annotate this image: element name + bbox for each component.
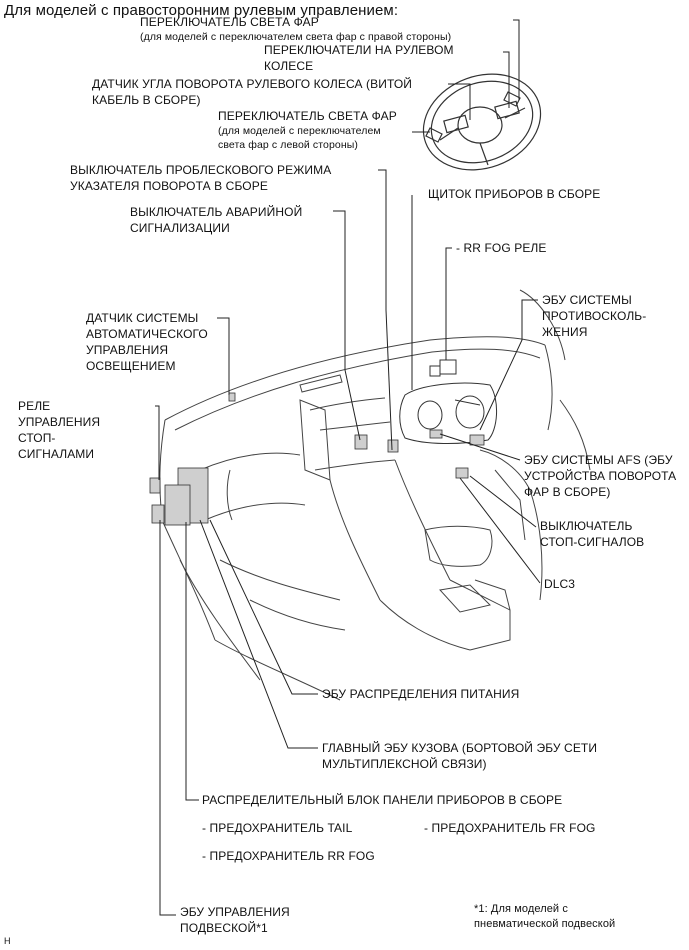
power-distribution-ecu-label: ЭБУ РАСПРЕДЕЛЕНИЯ ПИТАНИЯ xyxy=(322,687,520,701)
fuse-tail-label: - ПРЕДОХРАНИТЕЛЬ TAIL xyxy=(202,821,353,835)
steering-pad-switches-label: ПЕРЕКЛЮЧАТЕЛИ НА РУЛЕВОМ КОЛЕСЕ xyxy=(264,43,454,73)
dashboard-outline xyxy=(159,289,591,701)
leader-lines xyxy=(155,19,541,916)
headlight-switch-right-label: ПЕРЕКЛЮЧАТЕЛЬ СВЕТА ФАР xyxy=(140,15,319,29)
instrument-panel-jb-label: РАСПРЕДЕЛИТЕЛЬНЫЙ БЛОК ПАНЕЛИ ПРИБОРОВ В… xyxy=(202,793,563,807)
suspension-ecu-label: ЭБУ УПРАВЛЕНИЯ ПОДВЕСКОЙ*1 xyxy=(180,905,290,935)
rr-fog-relay-label: - RR FOG РЕЛЕ xyxy=(456,241,547,255)
headlight-switch-left-label: ПЕРЕКЛЮЧАТЕЛЬ СВЕТА ФАР xyxy=(218,109,397,123)
afs-ecu-label: ЭБУ СИСТЕМЫ AFS (ЭБУ УСТРОЙСТВА ПОВОРОТА… xyxy=(524,453,677,499)
corner-mark: H xyxy=(4,936,11,946)
pre-collision-ecu-label: ЭБУ СИСТЕМЫ ПРОТИВОСКОЛЬ- ЖЕНИЯ xyxy=(542,293,647,339)
combination-meter-label: ЩИТОК ПРИБОРОВ В СБОРЕ xyxy=(428,187,601,201)
light-control-sensor-label: ДАТЧИК СИСТЕМЫ АВТОМАТИЧЕСКОГО УПРАВЛЕНИ… xyxy=(86,311,208,373)
headlight-switch-right-note: (для моделей с переключателем света фар … xyxy=(140,31,452,43)
stop-light-switch-label: ВЫКЛЮЧАТЕЛЬ СТОП-СИГНАЛОВ xyxy=(540,519,645,549)
dlc3-label: DLC3 xyxy=(544,577,576,591)
headlight-switch-left-note: (для моделей с переключателем света фар … xyxy=(218,125,381,151)
turn-signal-flasher-label: ВЫКЛЮЧАТЕЛЬ ПРОБЛЕСКОВОГО РЕЖИМА УКАЗАТЕ… xyxy=(70,163,332,193)
module-components xyxy=(149,392,485,526)
combination-meter xyxy=(399,359,497,444)
hazard-switch-label: ВЫКЛЮЧАТЕЛЬ АВАРИЙНОЙ СИГНАЛИЗАЦИИ xyxy=(130,205,303,235)
steering-angle-sensor-label: ДАТЧИК УГЛА ПОВОРОТА РУЛЕВОГО КОЛЕСА (ВИ… xyxy=(92,77,412,107)
steering-wheel-inset xyxy=(422,73,542,171)
footnote: *1: Для моделей с пневматической подвеск… xyxy=(474,903,616,930)
stop-light-relay-label: РЕЛЕ УПРАВЛЕНИЯ СТОП- СИГНАЛАМИ xyxy=(18,399,101,461)
fuse-rr-fog-label: - ПРЕДОХРАНИТЕЛЬ RR FOG xyxy=(202,849,375,863)
page-title: Для моделей с правосторонним рулевым упр… xyxy=(4,2,399,19)
fuse-fr-fog-label: - ПРЕДОХРАНИТЕЛЬ FR FOG xyxy=(424,821,596,835)
main-body-ecu-label: ГЛАВНЫЙ ЭБУ КУЗОВА (БОРТОВОЙ ЭБУ СЕТИ МУ… xyxy=(322,741,598,771)
